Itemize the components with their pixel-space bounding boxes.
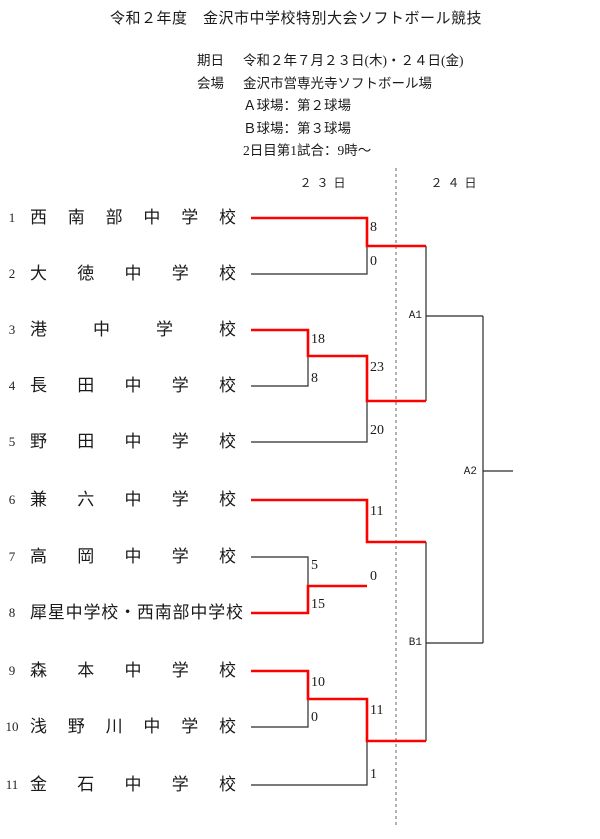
team-name-8: 犀星中学校・西南部中学校 xyxy=(30,603,243,622)
team-name-9: 森本中学校 xyxy=(30,661,236,680)
day2-column-header: ２４日 xyxy=(430,176,482,190)
score-game-b1-bottom: 0 xyxy=(370,569,377,584)
team-seed-9: 9 xyxy=(8,663,16,678)
score-game-b3-top: 10 xyxy=(311,675,325,690)
score-game-b3-bottom: 0 xyxy=(311,710,318,725)
score-game-b1-top: 11 xyxy=(370,504,384,519)
score-game-a2-top: 18 xyxy=(311,332,325,347)
winner-path-lines xyxy=(251,216,426,743)
team-seed-4: 4 xyxy=(8,378,16,393)
score-game-a1-top: 8 xyxy=(370,220,377,235)
page-title: 令和２年度 金沢市中学校特別大会ソフトボール競技 xyxy=(110,11,483,27)
info-row-day2-start: 2日目第1試合：9時～ xyxy=(197,140,463,163)
venue-value: 金沢市営専光寺ソフトボール場 xyxy=(243,75,432,91)
team-name-5: 野田中学校 xyxy=(30,432,236,451)
team-name-2: 大徳中学校 xyxy=(30,264,236,283)
team-name-7: 高岡中学校 xyxy=(30,547,236,566)
team-name-3: 港中学校 xyxy=(30,320,236,339)
venue-label: 会場 xyxy=(197,75,224,91)
score-game-a2-bottom: 8 xyxy=(311,371,318,386)
match-label-a1: A1 xyxy=(408,310,422,322)
team-name-4: 長田中学校 xyxy=(30,376,236,395)
team-name-1: 西南部中学校 xyxy=(30,208,236,227)
team-seed-1: 1 xyxy=(8,210,16,225)
field-b-value: Ｂ球場：第３球場 xyxy=(243,120,351,136)
team-name-11: 金石中学校 xyxy=(30,775,236,794)
score-game-a1-bottom: 0 xyxy=(370,254,377,269)
team-seed-11: 11 xyxy=(5,777,19,792)
score-game-b2-top: 5 xyxy=(311,558,318,573)
team-name-6: 兼六中学校 xyxy=(30,490,236,509)
team-seed-7: 7 xyxy=(8,549,16,564)
event-info-block: 期日 令和２年７月２３日(木)・２４日(金) 会場 金沢市営専光寺ソフトボール場… xyxy=(197,50,463,163)
bracket-structure-lines xyxy=(251,246,513,786)
score-game-b4-top: 11 xyxy=(370,703,384,718)
field-a-value: Ａ球場：第２球場 xyxy=(243,98,351,113)
team-seed-3: 3 xyxy=(8,322,16,337)
day1-column-header: ２３日 xyxy=(299,176,351,190)
info-row-field-b: Ｂ球場：第３球場 xyxy=(197,118,463,141)
info-row-field-a: Ａ球場：第２球場 xyxy=(197,95,463,118)
team-name-10: 浅野川中学校 xyxy=(30,717,236,736)
date-label: 期日 xyxy=(197,53,224,68)
team-seed-10: 10 xyxy=(5,719,19,734)
date-value: 令和２年７月２３日(木)・２４日(金) xyxy=(243,53,464,68)
day2-start-value: 2日目第1試合：9時～ xyxy=(243,143,372,158)
score-game-a3-top: 23 xyxy=(370,360,384,375)
team-seed-2: 2 xyxy=(8,266,16,281)
info-row-date: 期日 令和２年７月２３日(木)・２４日(金) xyxy=(197,50,463,73)
score-game-b2-bottom: 15 xyxy=(311,597,325,612)
info-row-venue: 会場 金沢市営専光寺ソフトボール場 xyxy=(197,73,463,96)
match-label-b1: B1 xyxy=(408,637,422,649)
team-seed-8: 8 xyxy=(8,605,16,620)
team-seed-6: 6 xyxy=(8,492,16,507)
score-game-a3-bottom: 20 xyxy=(370,423,384,438)
score-game-b4-bottom: 1 xyxy=(370,767,377,782)
team-seed-5: 5 xyxy=(8,434,16,449)
match-label-a2: A2 xyxy=(463,466,477,478)
